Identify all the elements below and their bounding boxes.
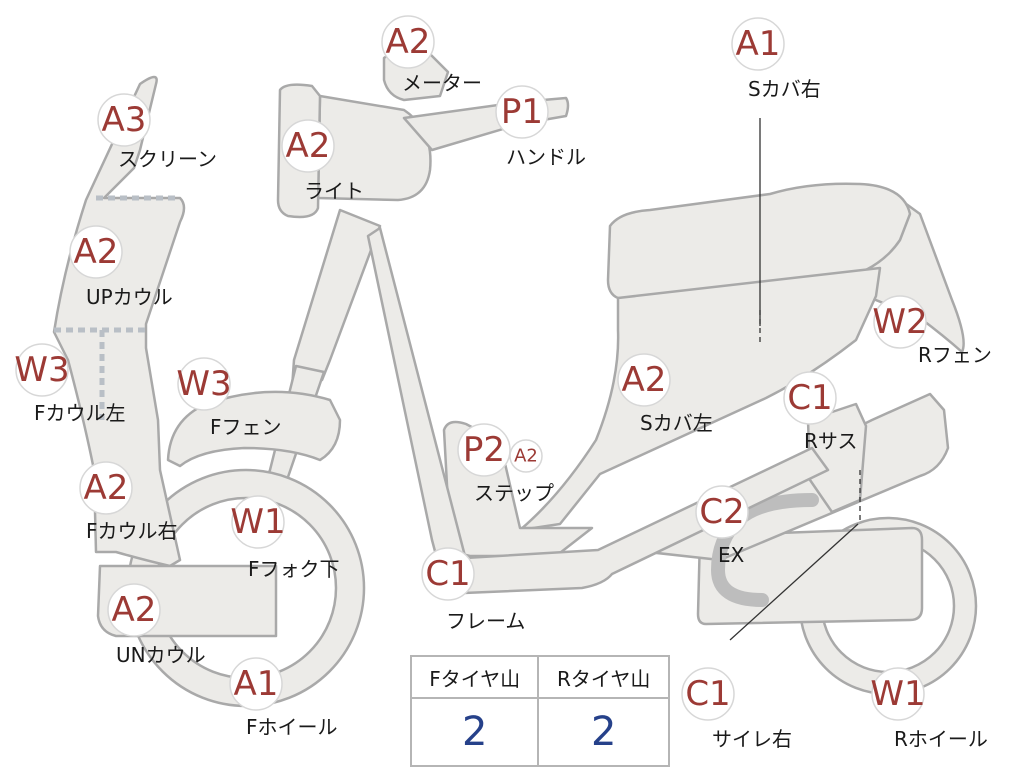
exhaust-pipe-shape bbox=[710, 493, 819, 607]
badge-circle bbox=[69, 225, 123, 279]
badge-code-exhaust: C2 bbox=[699, 492, 744, 532]
badge-code-frame: C1 bbox=[425, 554, 470, 594]
badge-light: A2 ライト bbox=[281, 119, 364, 203]
badge-code-under-cowl: A2 bbox=[112, 590, 157, 630]
badge-code-silencer-right: C1 bbox=[685, 674, 730, 714]
badge-circle bbox=[177, 357, 231, 411]
badge-circle bbox=[731, 17, 785, 71]
frame-tube-upper-shape bbox=[290, 208, 382, 390]
part-label-frame: フレーム bbox=[446, 609, 525, 633]
badge-circle bbox=[229, 657, 283, 711]
part-label-upper-cowl: UPカウル bbox=[86, 285, 173, 309]
badge-code-rear-wheel: W1 bbox=[870, 674, 925, 714]
part-label-step: ステップ bbox=[474, 481, 554, 505]
badge-code-step: P2 bbox=[463, 430, 505, 470]
badge-circle bbox=[381, 15, 435, 69]
badge-code-front-cowl-right: A2 bbox=[84, 468, 129, 508]
badge-handle: P1 ハンドル bbox=[495, 85, 586, 169]
part-label-screen: スクリーン bbox=[118, 147, 217, 171]
badge-code-front-wheel: A1 bbox=[234, 664, 279, 704]
badge-sub-circle bbox=[509, 439, 543, 473]
part-label-meter: メーター bbox=[402, 71, 482, 95]
badge-step: P2 A2 ステップ bbox=[457, 423, 554, 505]
part-label-front-cowl-left: Fカウル左 bbox=[34, 401, 126, 425]
front-tire-tread-value: 2 bbox=[409, 697, 540, 767]
badge-circle bbox=[281, 119, 335, 173]
badge-circle bbox=[457, 423, 511, 477]
badge-code-front-fork-lower: W1 bbox=[230, 502, 285, 542]
badge-circle bbox=[681, 667, 735, 721]
rear-body-panel-shape bbox=[518, 266, 882, 532]
frame-tube-down-shape bbox=[366, 226, 468, 572]
part-label-silencer-right: サイレ右 bbox=[712, 727, 792, 751]
badge-frame: C1 フレーム bbox=[421, 547, 525, 633]
part-label-light: ライト bbox=[304, 179, 364, 203]
badge-meter: A2 メーター bbox=[381, 15, 482, 95]
badge-code-screen: A3 bbox=[102, 100, 147, 140]
badge-circle bbox=[97, 93, 151, 147]
badge-circle bbox=[617, 353, 671, 407]
badge-code-light: A2 bbox=[286, 126, 331, 166]
badge-code-side-cover-right: A1 bbox=[736, 24, 781, 64]
badge-code-handle: P1 bbox=[501, 92, 543, 132]
badge-circle bbox=[421, 547, 475, 601]
badge-silencer-right: C1 サイレ右 bbox=[681, 667, 792, 751]
badge-code-front-fender: W3 bbox=[176, 364, 231, 404]
part-label-rear-wheel: Rホイール bbox=[894, 727, 988, 751]
badge-code-side-cover-left: A2 bbox=[622, 360, 667, 400]
badge-circle bbox=[231, 495, 285, 549]
badge-circle bbox=[15, 343, 69, 397]
rear-tire-tread-header: Rタイヤ山 bbox=[537, 655, 670, 699]
badge-screen: A3 スクリーン bbox=[97, 93, 217, 171]
part-label-front-fender: Fフェン bbox=[210, 415, 282, 439]
separator-lines bbox=[54, 195, 180, 420]
part-label-front-wheel: Fホイール bbox=[246, 715, 338, 739]
badge-code-meter: A2 bbox=[386, 22, 431, 62]
part-label-exhaust: EX bbox=[718, 543, 745, 567]
front-cowl-left-shape bbox=[52, 75, 186, 568]
tire-tread-table: Fタイヤ山 Rタイヤ山 2 2 bbox=[409, 655, 670, 767]
part-label-under-cowl: UNカウル bbox=[116, 643, 206, 667]
badge-circle bbox=[107, 583, 161, 637]
part-label-rear-suspension: Rサス bbox=[804, 429, 858, 453]
scooter-outline bbox=[52, 49, 978, 708]
part-label-side-cover-right: Sカバ右 bbox=[748, 77, 821, 101]
part-label-handle: ハンドル bbox=[506, 145, 586, 169]
part-label-side-cover-left: Sカバ左 bbox=[640, 411, 713, 435]
badge-code-upper-cowl: A2 bbox=[74, 232, 119, 272]
part-label-rear-fender: Rフェン bbox=[918, 343, 992, 367]
badge-code-front-cowl-left: W3 bbox=[14, 350, 69, 390]
part-label-front-fork-lower: Fフォク下 bbox=[248, 557, 340, 581]
leader-lines bbox=[729, 118, 861, 641]
part-label-front-cowl-right: Fカウル右 bbox=[86, 519, 178, 543]
badge-circle bbox=[873, 295, 927, 349]
badge-code-rear-suspension: C1 bbox=[787, 378, 832, 418]
badge-circle bbox=[495, 85, 549, 139]
badge-sub-code-step: A2 bbox=[514, 446, 538, 467]
badge-circle bbox=[695, 485, 749, 539]
badge-circle bbox=[871, 667, 925, 721]
badge-code-rear-fender: W2 bbox=[872, 302, 927, 342]
badge-circle bbox=[783, 371, 837, 425]
front-tire-tread-header: Fタイヤ山 bbox=[409, 655, 540, 699]
rear-tire-tread-value: 2 bbox=[537, 697, 670, 767]
badge-circle bbox=[79, 461, 133, 515]
